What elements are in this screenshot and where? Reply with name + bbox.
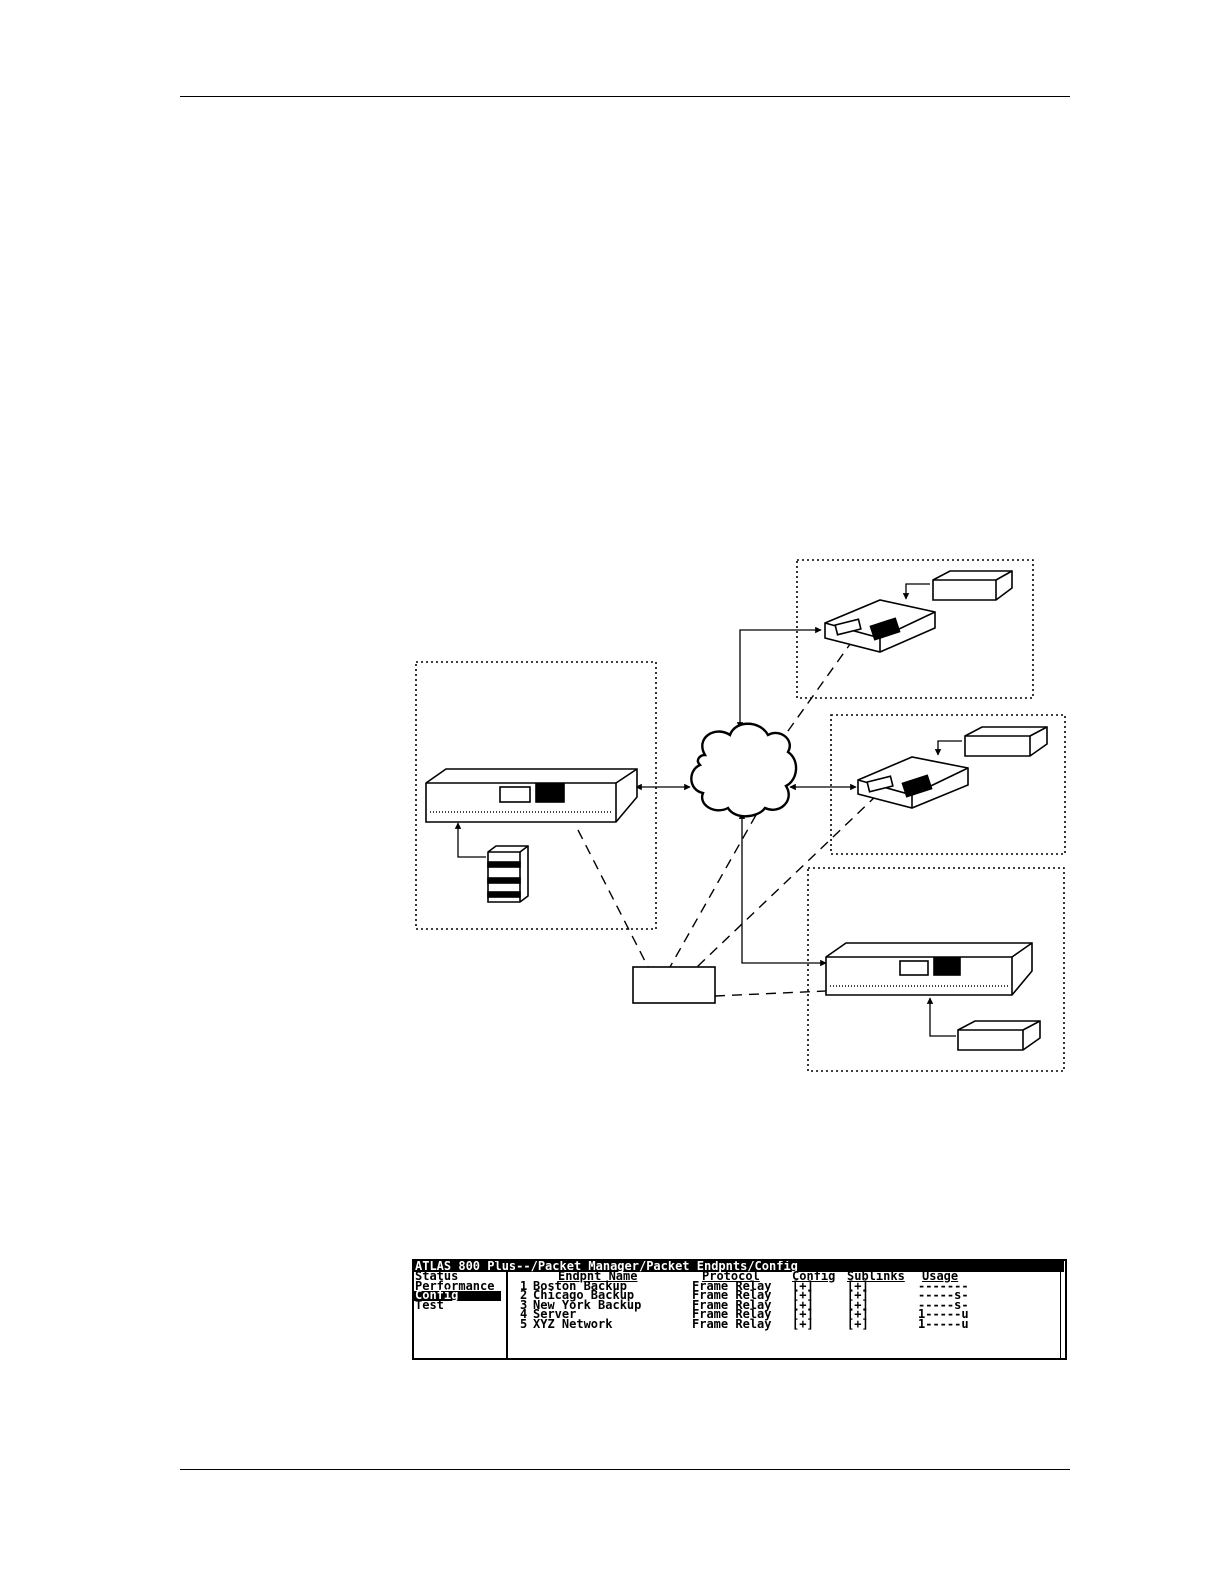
- terminal-scrollbar[interactable]: [1060, 1261, 1065, 1358]
- terminal-screen: ATLAS 800 Plus--/Packet Manager/Packet E…: [412, 1259, 1067, 1360]
- endpoint-usage: 1-----u: [918, 1307, 969, 1322]
- branch-3-rack-device: [825, 942, 1033, 996]
- terminal-menu: Status Performance Config Test: [414, 1269, 508, 1358]
- endpoint-name[interactable]: XYZ Network: [533, 1316, 613, 1331]
- endpoint-name[interactable]: Server: [533, 1307, 577, 1322]
- table-row[interactable]: 2 Chicago Backup Frame Relay [+] [+] ---…: [510, 1288, 1060, 1303]
- endpoint-name[interactable]: Chicago Backup: [533, 1288, 635, 1303]
- column-header-name: Endpnt Name: [558, 1269, 638, 1283]
- endpoint-sublinks-expand[interactable]: [+]: [847, 1288, 869, 1303]
- endpoint-config-expand[interactable]: [+]: [792, 1316, 814, 1331]
- terminal-title-bar: ATLAS 800 Plus--/Packet Manager/Packet E…: [414, 1261, 1064, 1272]
- endpoint-usage: -------: [918, 1278, 969, 1293]
- endpoint-usage: -----s-: [918, 1297, 969, 1312]
- branch-2-modem: [964, 726, 1048, 757]
- column-header-sublinks: Sublinks: [847, 1269, 905, 1283]
- endpoint-sublinks-expand[interactable]: [+]: [847, 1316, 869, 1331]
- column-header-usage: Usage: [922, 1269, 959, 1283]
- site-box-branch-3: [807, 867, 1065, 1072]
- endpoint-config-expand[interactable]: [+]: [792, 1278, 814, 1293]
- endpoint-protocol[interactable]: Frame Relay: [692, 1297, 772, 1312]
- site-box-branch-1: [796, 559, 1034, 699]
- backup-links: [577, 639, 878, 997]
- table-header-row: Endpnt Name Protocol Config Sublinks Usa…: [510, 1269, 1060, 1283]
- table-row[interactable]: 4 Server Frame Relay [+] [+] 1-----u: [510, 1307, 1060, 1322]
- endpoint-protocol[interactable]: Frame Relay: [692, 1278, 772, 1293]
- endpoint-name[interactable]: New York Backup: [533, 1297, 642, 1312]
- row-number: 1: [520, 1278, 528, 1293]
- endpoint-protocol[interactable]: Frame Relay: [692, 1288, 772, 1303]
- endpoint-protocol[interactable]: Frame Relay: [692, 1307, 772, 1322]
- table-row[interactable]: 5 XYZ Network Frame Relay [+] [+] 1-----…: [510, 1316, 1060, 1331]
- menu-item-performance[interactable]: Performance: [415, 1278, 495, 1293]
- endpoint-sublinks-expand[interactable]: [+]: [847, 1278, 869, 1293]
- table-row[interactable]: 1 Boston Backup Frame Relay [+] [+] ----…: [510, 1278, 1060, 1293]
- footer-rule: [180, 1469, 1070, 1470]
- branch-3-modem: [957, 1020, 1041, 1051]
- management-terminal-box: [632, 966, 716, 1004]
- menu-item-config[interactable]: Config: [414, 1289, 501, 1301]
- endpoint-config-expand[interactable]: [+]: [792, 1297, 814, 1312]
- endpoint-table: Endpnt Name Protocol Config Sublinks Usa…: [510, 1269, 1060, 1358]
- branch-1-modem: [932, 570, 1013, 601]
- endpoint-usage: 1-----u: [918, 1316, 969, 1331]
- endpoint-config-expand[interactable]: [+]: [792, 1307, 814, 1322]
- row-number: 4: [520, 1307, 528, 1322]
- header-rule: [180, 96, 1070, 97]
- menu-item-test[interactable]: Test: [415, 1297, 444, 1312]
- network-cloud: [690, 722, 798, 818]
- site-box-hq: [415, 661, 657, 930]
- endpoint-sublinks-expand[interactable]: [+]: [847, 1297, 869, 1312]
- column-header-config: Config: [792, 1269, 836, 1283]
- endpoint-usage: -----s-: [918, 1288, 969, 1303]
- row-number: 2: [520, 1288, 528, 1303]
- endpoint-config-expand[interactable]: [+]: [792, 1288, 814, 1303]
- menu-item-status[interactable]: Status: [415, 1269, 459, 1283]
- row-number: 3: [520, 1297, 528, 1312]
- table-row[interactable]: 3 New York Backup Frame Relay [+] [+] --…: [510, 1297, 1060, 1312]
- network-links: [454, 583, 962, 1037]
- branch-1-access-unit: [824, 599, 936, 653]
- server-tower: [487, 845, 529, 903]
- endpoint-name[interactable]: Boston Backup: [533, 1278, 627, 1293]
- column-header-protocol: Protocol: [702, 1269, 760, 1283]
- row-number: 5: [520, 1316, 528, 1331]
- endpoint-protocol[interactable]: Frame Relay: [692, 1316, 772, 1331]
- branch-2-access-unit: [857, 756, 969, 809]
- endpoint-sublinks-expand[interactable]: [+]: [847, 1307, 869, 1322]
- hq-rack-device: [425, 768, 638, 823]
